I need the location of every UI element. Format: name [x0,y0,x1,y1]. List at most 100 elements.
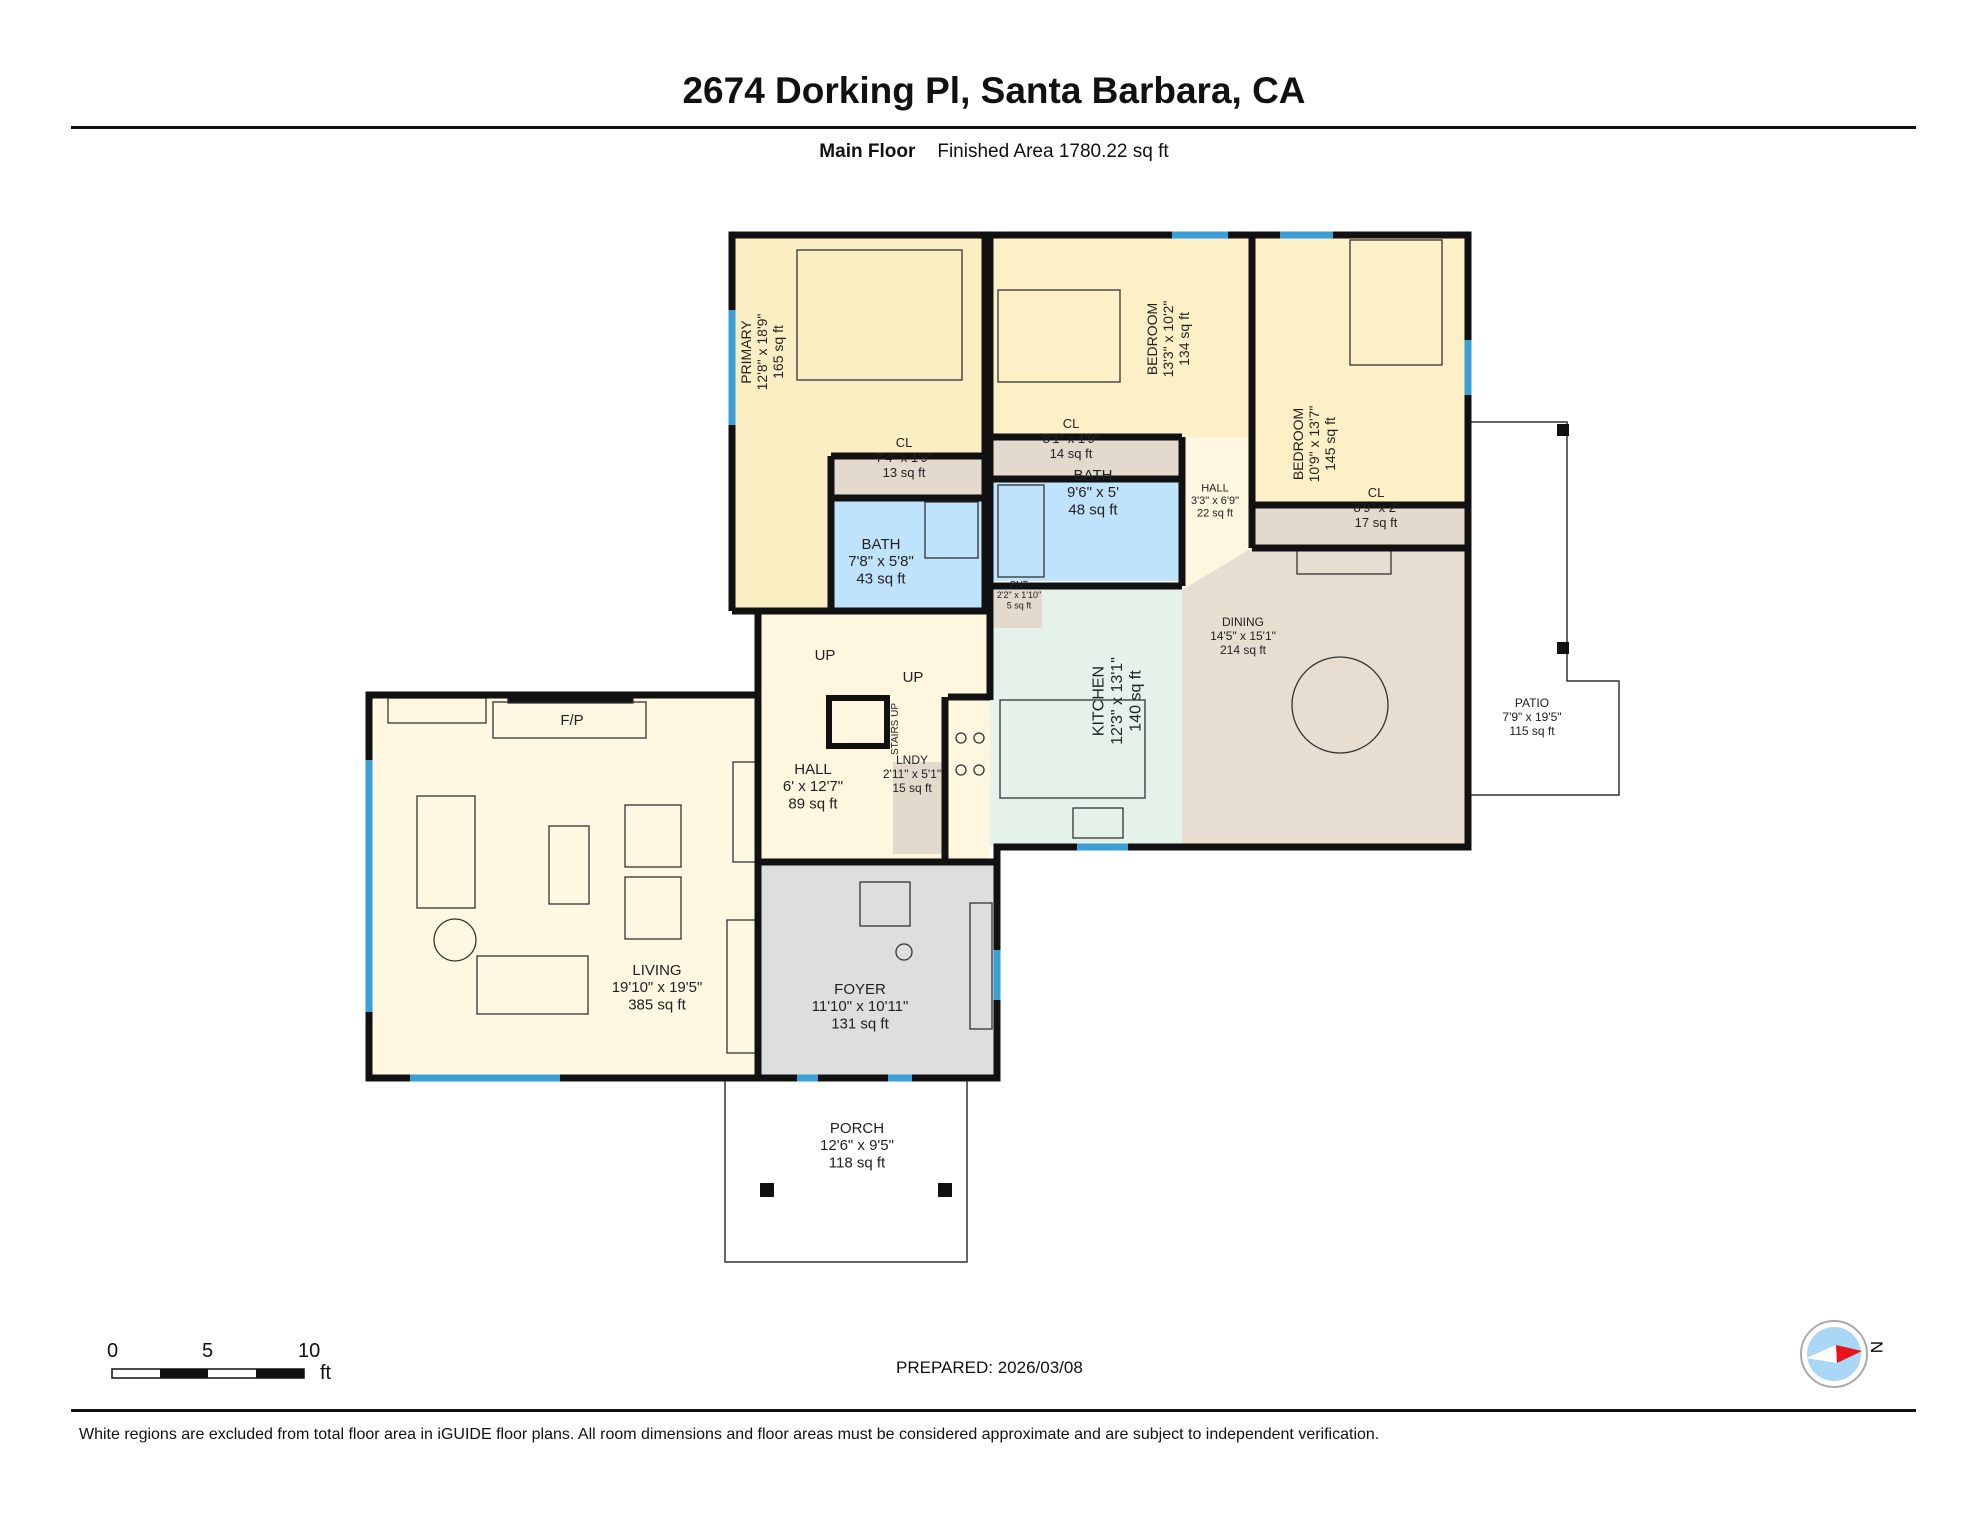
sink [1072,807,1124,839]
room-name: LIVING [632,962,681,979]
room-dims: 12'3" x 13'1" [1109,657,1126,745]
bedroom-2-fill [1252,235,1468,505]
stairs-up-label: UP [815,647,836,664]
page-title: 2674 Dorking Pl, Santa Barbara, CA [682,70,1306,111]
room-dims: 12'8" x 18'9" [754,314,770,391]
room-area: 115 sq ft [1509,724,1555,738]
room-area: 43 sq ft [856,570,906,587]
tub [997,484,1045,578]
room-area: 5 sq ft [1007,600,1032,610]
room-label-bedroom: BEDROOM10'9" x 13'7"145 sq ft [1290,406,1338,483]
bed [796,249,963,381]
scale-unit: ft [320,1362,332,1384]
room-dims: 2'2" x 1'10" [997,590,1041,600]
room-name: FOYER [834,981,886,998]
furniture [387,239,1443,1054]
room-area: 48 sq ft [1068,501,1118,518]
room-name: HALL [1201,482,1229,494]
scale-tick-0: 0 [107,1340,119,1362]
compass-label: N [1867,1341,1886,1353]
room-area: 17 sq ft [1355,515,1398,530]
room-name: PATIO [1515,696,1549,710]
scale-bar [111,1368,305,1379]
room-dims: 7'4" x 1'9" [876,450,933,465]
island [999,699,1146,799]
hall-2-fill [1182,437,1252,590]
room-dims: 8'9" x 2' [1354,500,1399,515]
armchair [624,804,682,868]
room-area: 131 sq ft [831,1015,889,1032]
room-name: LNDY [896,753,928,767]
room-area: 134 sq ft [1176,312,1192,366]
armchair [624,876,682,940]
closet-3-fill [1252,505,1468,548]
plan-mark [160,1369,208,1378]
room-area: 214 sq ft [1220,643,1267,657]
room-name: KITCHEN [1091,666,1108,736]
plan-mark [1557,424,1569,436]
room-name: BEDROOM [1290,408,1306,480]
bath-2-fill [990,479,1182,581]
room-area: 118 sq ft [829,1154,886,1171]
burner [973,764,985,776]
room-dims: 13'3" x 10'2" [1160,301,1176,378]
room-dims: 3'3" x 6'9" [1191,495,1239,507]
room-name: BEDROOM [1144,303,1160,375]
laundry-fill [893,762,943,854]
room-name: BATH [862,536,901,553]
room-name: CL [1368,485,1385,500]
room-label-primary: PRIMARY12'8" x 18'9"165 sq ft [738,314,786,391]
room-area: 385 sq ft [628,996,686,1013]
kitchen-fill [990,586,1182,847]
bedroom-fill [990,235,1252,437]
scale-tick-10: 10 [298,1340,321,1362]
room-area: 140 sq ft [1127,670,1144,732]
fireplace-label: F/P [560,712,583,729]
room-fills [369,235,1468,1078]
room-area: 22 sq ft [1197,508,1233,520]
bed [997,289,1121,383]
scale-tick-5: 5 [202,1340,214,1362]
plan-mark [826,695,890,749]
burner [955,764,967,776]
dining-table [1291,656,1389,754]
room-area: 15 sq ft [892,781,932,795]
room-name: PNT [1010,580,1029,590]
plan-mark [760,1183,774,1197]
room-dims: 9'6" x 5' [1067,484,1119,501]
porch-outline [724,1078,968,1263]
living-fill [369,695,758,1078]
hall-fill [758,611,990,862]
misc-labels: UP UP F/P STAIRS UP [560,647,923,755]
room-name: HALL [794,761,832,778]
room-area: 14 sq ft [1050,446,1093,461]
room-label-bedroom: BEDROOM13'3" x 10'2"134 sq ft [1144,301,1192,378]
footer-divider [71,1409,1916,1412]
foyer-table [895,943,913,961]
room-name: PRIMARY [738,320,754,384]
room-label-kitchen: KITCHEN12'3" x 13'1"140 sq ft [1091,657,1145,745]
shower [924,501,979,559]
plan-mark [938,1183,952,1197]
room-area: 145 sq ft [1322,417,1338,471]
foyer-fill [758,862,997,1078]
plan-mark [1806,1345,1837,1363]
room-name: BATH [1074,467,1113,484]
finished-area: Finished Area 1780.22 sq ft [937,141,1169,162]
room-dims: 2'11" x 5'1" [883,767,941,781]
patio-outline [1468,421,1620,796]
plan-mark [1557,642,1569,654]
foyer-bench [969,902,993,1030]
